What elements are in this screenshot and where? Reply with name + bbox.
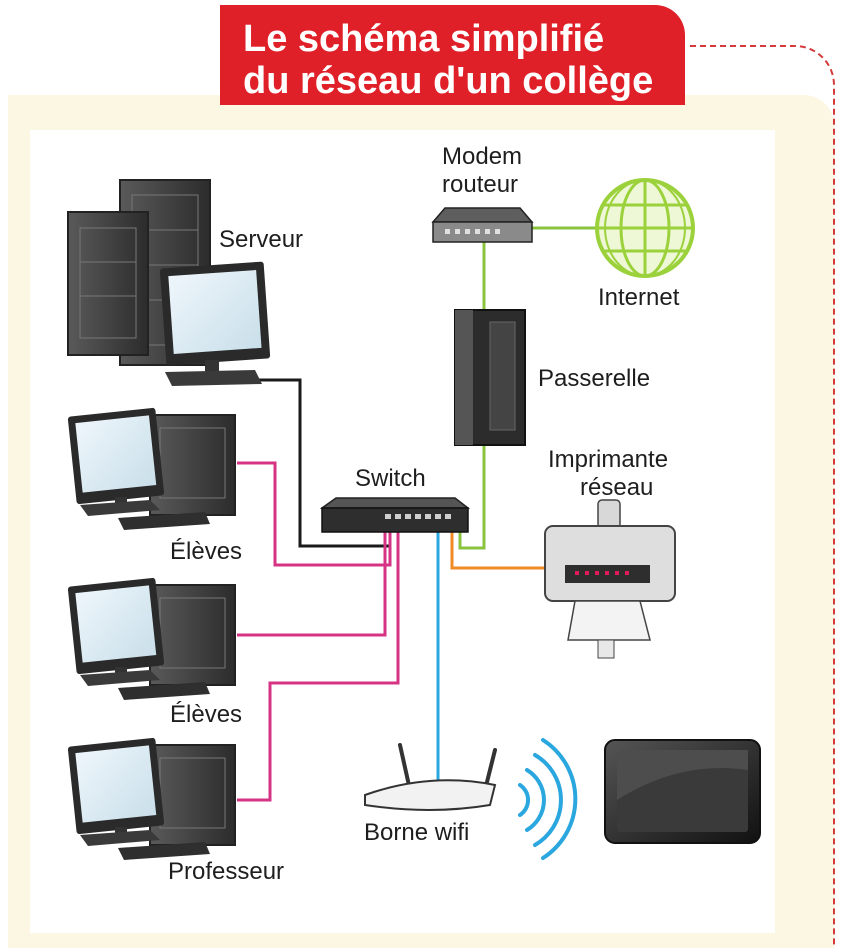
cable-students-1 <box>237 461 392 567</box>
globe-icon <box>595 178 695 278</box>
label-internet: Internet <box>598 284 680 311</box>
label-printer-line1: Imprimante <box>548 446 669 473</box>
network-printer-icon <box>544 499 676 659</box>
gateway-icon <box>454 309 526 446</box>
wifi-waves-icon <box>518 738 578 860</box>
label-wifi: Borne wifi <box>364 819 470 846</box>
server-icon <box>67 179 271 386</box>
cable-students-2 <box>237 520 387 637</box>
student-computer-1-icon <box>67 407 236 530</box>
wifi-router-icon <box>364 743 497 811</box>
title-line-2: du réseau d'un collège <box>243 60 654 102</box>
label-modem-line1: Modem <box>442 143 523 170</box>
label-printer-line2: réseau <box>580 474 654 501</box>
title-banner <box>220 5 685 105</box>
cable-server <box>240 378 390 548</box>
label-server: Serveur <box>219 226 304 253</box>
modem-router-icon <box>431 207 534 243</box>
label-gateway: Passerelle <box>538 365 651 392</box>
cable-printer <box>450 520 545 570</box>
label-modem-line2: routeur <box>442 171 519 198</box>
teacher-computer-icon <box>67 737 236 860</box>
cable-teacher <box>237 520 400 802</box>
label-students-2: Élèves <box>170 701 243 728</box>
dashed-border <box>690 45 835 945</box>
label-students-1: Élèves <box>170 538 243 565</box>
label-switch: Switch <box>355 465 426 492</box>
title-line-1: Le schéma simplifié <box>243 18 605 60</box>
tablet-icon <box>604 739 761 844</box>
label-teacher: Professeur <box>168 858 285 885</box>
student-computer-2-icon <box>67 577 236 700</box>
switch-icon <box>319 497 471 533</box>
